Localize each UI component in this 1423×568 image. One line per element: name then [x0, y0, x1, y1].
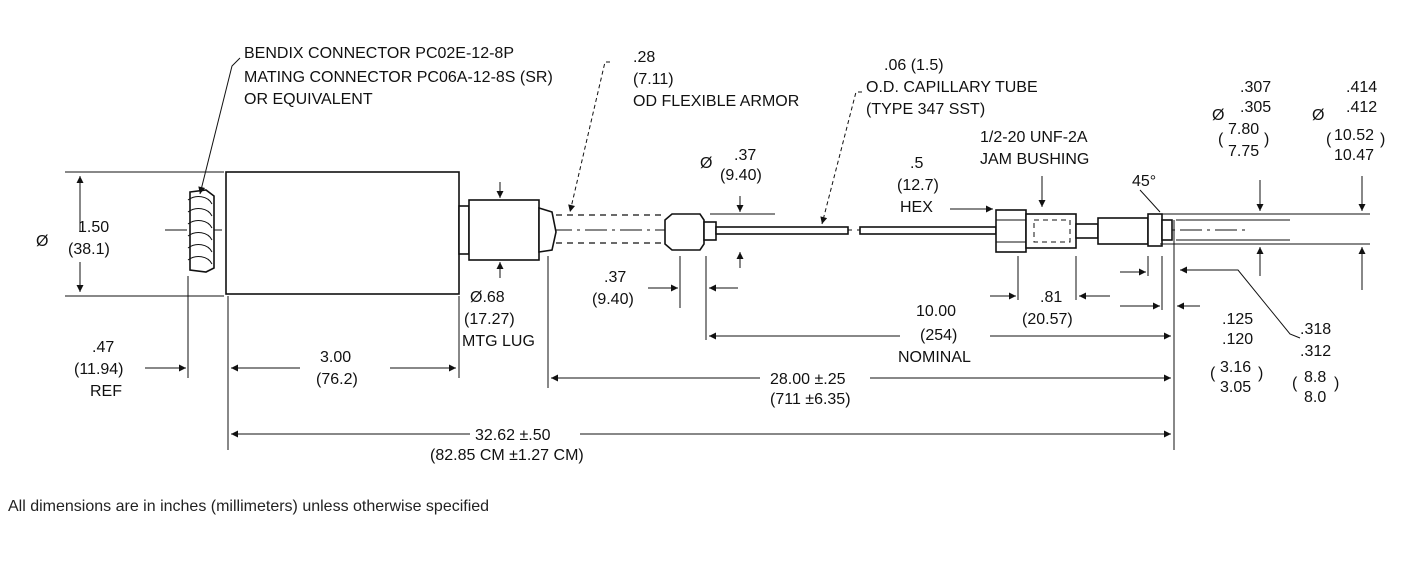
- outer-dia-in-max: .414: [1346, 79, 1377, 96]
- body-dia-mm: (38.1): [68, 241, 110, 258]
- capillary-tube: [715, 226, 997, 235]
- capillary-dim: .06 (1.5): [884, 57, 944, 74]
- dimension-arrows: [76, 176, 1366, 438]
- capillary-desc-2: (TYPE 347 SST): [866, 101, 985, 118]
- body-len-mm: (76.2): [316, 371, 358, 388]
- capillary-desc-1: O.D. CAPILLARY TUBE: [866, 79, 1038, 96]
- armor-len-mm: (711 ±6.35): [770, 391, 851, 408]
- connector-label-2: MATING CONNECTOR PC06A-12-8S (SR): [244, 69, 553, 86]
- nominal-len-in: 10.00: [916, 303, 956, 320]
- tip-len-mm-min: 3.05: [1220, 379, 1251, 396]
- armor-end-dia-in: .37: [734, 147, 756, 164]
- armor-dim-mm: (7.11): [633, 71, 674, 88]
- ref-len-mm: (11.94): [74, 361, 124, 378]
- armor-end-dia-symbol: Ø: [700, 155, 712, 172]
- body-dia-in: 1.50: [78, 219, 109, 236]
- tip-dia-paren-open: (: [1218, 131, 1224, 148]
- flexible-armor: [556, 214, 665, 244]
- body-len-in: 3.00: [320, 349, 351, 366]
- outer-dia-symbol: Ø: [1312, 107, 1324, 124]
- armor-dim-in: .28: [633, 49, 655, 66]
- tip-len-paren-open: (: [1210, 365, 1216, 382]
- overall-len-mm: (82.85 CM ±1.27 CM): [430, 447, 584, 464]
- body-dia-symbol: Ø: [36, 233, 48, 250]
- lug-dia-mm: (17.27): [464, 311, 515, 328]
- tip-dia-mm-max: 7.80: [1228, 121, 1259, 138]
- hex-dim-mm: (12.7): [897, 177, 939, 194]
- tip-dia-symbol: Ø: [1212, 107, 1224, 124]
- jam-bushing: [1025, 213, 1077, 249]
- connector-label-3: OR EQUIVALENT: [244, 91, 373, 108]
- lug-label: MTG LUG: [462, 333, 535, 350]
- step-len-mm-max: 8.8: [1304, 369, 1326, 386]
- tip-dia-mm-min: 7.75: [1228, 143, 1259, 160]
- nominal-label: NOMINAL: [898, 349, 971, 366]
- leader-lines: [198, 57, 1301, 339]
- fitting-len-in: .37: [604, 269, 626, 286]
- annotation-labels: BENDIX CONNECTOR PC02E-12-8P MATING CONN…: [36, 45, 1385, 464]
- hex-desc: HEX: [900, 199, 933, 216]
- outer-dia-paren-close: ): [1380, 131, 1385, 148]
- outer-dia-paren-open: (: [1326, 131, 1332, 148]
- step-len-in-min: .312: [1300, 343, 1331, 360]
- overall-len-in: 32.62 ±.50: [475, 427, 551, 444]
- armor-end-fitting: [664, 213, 717, 251]
- chamfer-angle: 45°: [1132, 173, 1156, 190]
- lug-dia-in: Ø.68: [470, 289, 505, 306]
- ref-len-in: .47: [92, 339, 114, 356]
- tip-len-in-max: .125: [1222, 311, 1253, 328]
- outer-dia-in-min: .412: [1346, 99, 1377, 116]
- hex-dim-in: .5: [910, 155, 923, 172]
- jam-label-2: JAM BUSHING: [980, 151, 1089, 168]
- armor-end-dia-mm: (9.40): [720, 167, 762, 184]
- outer-dia-mm-max: 10.52: [1334, 127, 1374, 144]
- armor-len-in: 28.00 ±.25: [770, 371, 846, 388]
- fitting-len-mm: (9.40): [592, 291, 634, 308]
- ref-label: REF: [90, 383, 122, 400]
- mounting-lug: [458, 199, 557, 261]
- extension-lines: [65, 171, 1370, 450]
- tip-len-mm-max: 3.16: [1220, 359, 1251, 376]
- tip-dia-in-min: .305: [1240, 99, 1271, 116]
- threaded-connector: [187, 189, 215, 273]
- main-body: [225, 171, 460, 295]
- step-len-in-max: .318: [1300, 321, 1331, 338]
- connector-label-1: BENDIX CONNECTOR PC02E-12-8P: [244, 45, 514, 62]
- tip-dia-paren-close: ): [1264, 131, 1269, 148]
- step-len-paren-close: ): [1334, 375, 1339, 392]
- outer-dia-mm-min: 10.47: [1334, 147, 1374, 164]
- step-len-paren-open: (: [1292, 375, 1298, 392]
- nominal-len-mm: (254): [920, 327, 957, 344]
- armor-desc: OD FLEXIBLE ARMOR: [633, 93, 799, 110]
- bushing-len-mm: (20.57): [1022, 311, 1073, 328]
- probe-tip: [1075, 213, 1173, 247]
- bushing-len-in: .81: [1040, 289, 1062, 306]
- jam-label-1: 1/2-20 UNF-2A: [980, 129, 1088, 146]
- tip-len-in-min: .120: [1222, 331, 1253, 348]
- units-footnote: All dimensions are in inches (millimeter…: [8, 498, 490, 515]
- tip-len-paren-close: ): [1258, 365, 1263, 382]
- hex-nut: [995, 209, 1027, 253]
- step-len-mm-min: 8.0: [1304, 389, 1326, 406]
- tip-dia-in-max: .307: [1240, 79, 1271, 96]
